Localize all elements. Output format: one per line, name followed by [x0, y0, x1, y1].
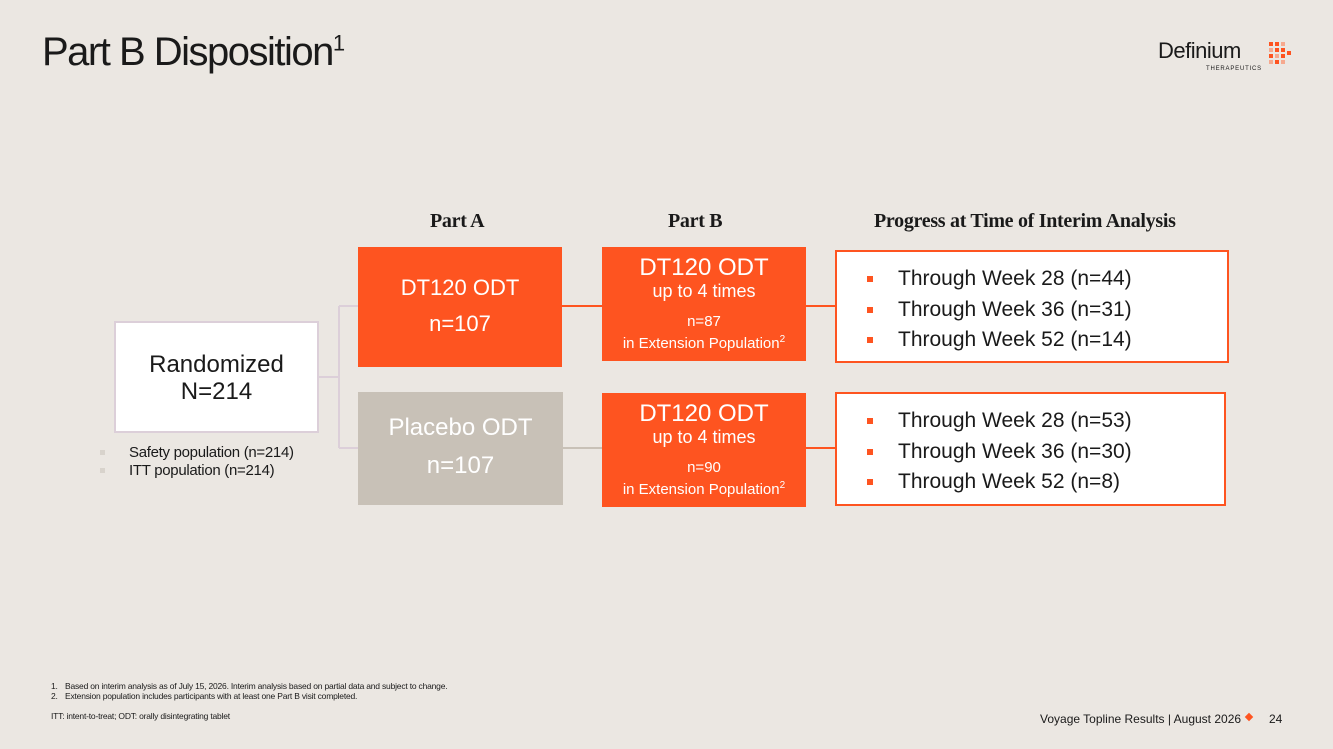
bullet-icon — [100, 450, 105, 455]
part-a-heading: Part A — [430, 210, 485, 232]
list-item: Through Week 36 (n=31) — [867, 295, 1227, 326]
arm-label: DT120 ODT — [400, 275, 520, 300]
bullet-icon — [867, 479, 873, 485]
page-title: Part B Disposition1 — [42, 30, 346, 74]
progress-box-2: Through Week 28 (n=53) Through Week 36 (… — [835, 392, 1226, 506]
dosing-label: up to 4 times — [652, 427, 756, 447]
arm-label: DT120 ODT — [639, 400, 769, 427]
list-item: Through Week 52 (n=14) — [867, 325, 1227, 356]
bullet-icon — [867, 306, 873, 313]
list-item: Through Week 28 (n=44) — [867, 264, 1227, 295]
bullet-icon — [867, 276, 873, 282]
logo-pixel-icon — [1269, 42, 1291, 64]
part-a-active-box: DT120 ODT n=107 — [358, 247, 562, 367]
footnote: 2.Extension population includes particip… — [51, 691, 358, 701]
arm-count: n=107 — [429, 311, 491, 336]
list-item: Through Week 36 (n=30) — [867, 437, 1224, 468]
arm-label: Placebo ODT — [388, 414, 533, 441]
logo-wordmark: Definium — [1158, 38, 1241, 63]
progress-box-1: Through Week 28 (n=44) Through Week 36 (… — [835, 250, 1229, 363]
part-b-box-1: DT120 ODT up to 4 times n=87 in Extensio… — [602, 247, 806, 361]
bullet-icon — [100, 468, 105, 473]
part-b-heading: Part B — [668, 210, 723, 232]
population-list: Safety population (n=214) ITT population… — [100, 444, 294, 480]
abbreviations: ITT: intent-to-treat; ODT: orally disint… — [51, 711, 230, 721]
population-label: in Extension Population2 — [622, 480, 786, 498]
part-a-placebo-box: Placebo ODT n=107 — [358, 392, 563, 505]
randomized-label: Randomized — [149, 351, 284, 378]
dosing-label: up to 4 times — [652, 281, 756, 301]
list-item: Through Week 52 (n=8) — [867, 467, 1224, 498]
arm-label: DT120 ODT — [639, 254, 769, 281]
randomized-box: Randomized N=214 — [114, 321, 319, 433]
population-label: in Extension Population2 — [622, 334, 786, 352]
bullet-icon — [867, 448, 873, 455]
arm-count: n=107 — [426, 452, 495, 479]
arm-count: n=90 — [687, 459, 721, 476]
list-item: Through Week 28 (n=53) — [867, 406, 1224, 437]
page-number: 24 — [1269, 712, 1283, 726]
randomized-count: N=214 — [180, 378, 253, 405]
logo-subtitle: THERAPEUTICS — [1206, 66, 1262, 72]
bullet-icon — [867, 418, 873, 424]
list-item: Safety population (n=214) — [100, 444, 294, 462]
footnotes: 1.Based on interim analysis as of July 1… — [51, 681, 448, 701]
footer-text: Voyage Topline Results | August 2026 — [1040, 712, 1242, 726]
arm-count: n=87 — [687, 313, 721, 330]
company-logo: Definium THERAPEUTICS — [1158, 38, 1298, 78]
part-b-box-2: DT120 ODT up to 4 times n=90 in Extensio… — [602, 393, 806, 507]
bullet-icon — [867, 337, 873, 343]
footnote: 1.Based on interim analysis as of July 1… — [51, 681, 448, 691]
list-item: ITT population (n=214) — [100, 462, 294, 480]
progress-heading: Progress at Time of Interim Analysis — [874, 210, 1176, 232]
